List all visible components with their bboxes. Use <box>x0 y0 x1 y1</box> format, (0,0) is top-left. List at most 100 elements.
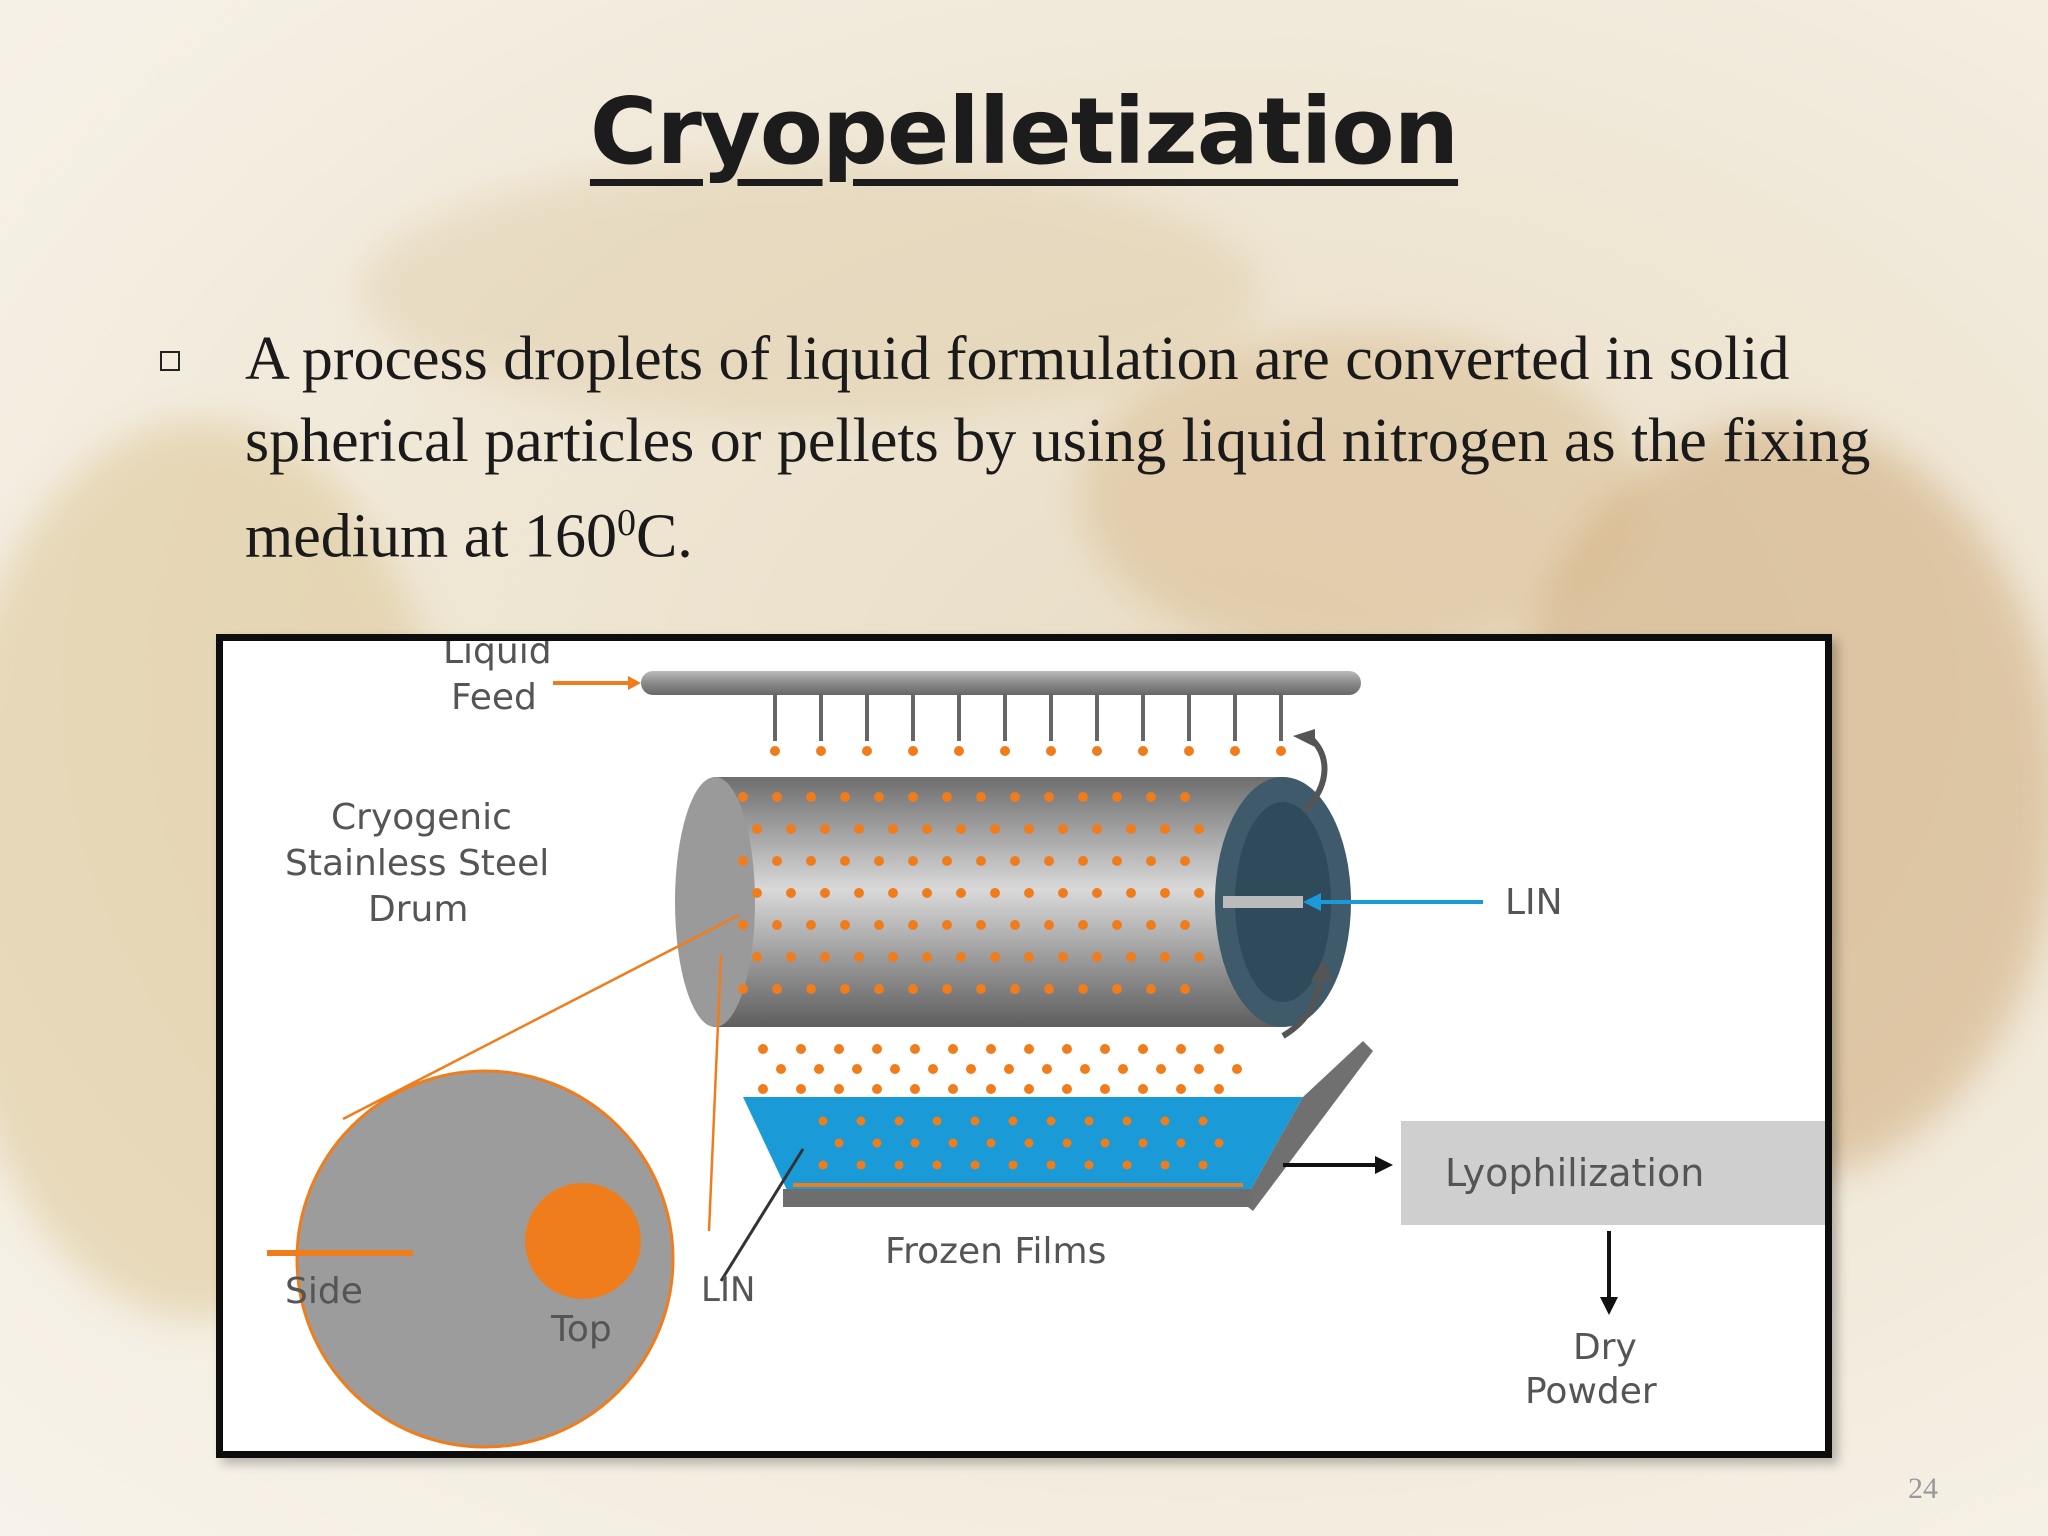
falling-pellet <box>1194 1064 1204 1074</box>
drum-pellet <box>1058 952 1068 962</box>
droplet <box>1092 746 1102 756</box>
tray-pellet <box>1008 1116 1018 1126</box>
tray-pellet <box>1046 1160 1056 1170</box>
tray-pellet <box>986 1138 996 1148</box>
tray-pellet <box>1008 1160 1018 1170</box>
dry-powder-label-2: Powder <box>1525 1371 1657 1412</box>
drum-pellet <box>772 856 782 866</box>
drum-pellet <box>990 824 1000 834</box>
drum-pellet <box>1180 920 1190 930</box>
drum-pellet <box>1044 920 1054 930</box>
drum-pellet <box>888 824 898 834</box>
drum-pellet <box>772 792 782 802</box>
falling-pellet <box>1214 1044 1224 1054</box>
lin-tray <box>743 1097 1303 1203</box>
tray-pellet <box>818 1116 828 1126</box>
drum-pellet <box>942 856 952 866</box>
drum-pellet <box>1010 792 1020 802</box>
drum-pellet <box>1112 856 1122 866</box>
drum-pellet <box>1010 856 1020 866</box>
drum-pellet <box>1058 888 1068 898</box>
drum-pellet <box>752 888 762 898</box>
falling-pellet <box>872 1044 882 1054</box>
drum-pellet <box>1160 824 1170 834</box>
falling-pellet <box>796 1084 806 1094</box>
tray-pellet <box>1122 1116 1132 1126</box>
rotation-arrowhead-top-icon <box>1293 729 1315 747</box>
tray-pellet <box>1122 1160 1132 1170</box>
drum-pellet <box>840 856 850 866</box>
drum-pellet <box>976 792 986 802</box>
droplet <box>1138 746 1148 756</box>
falling-pellet <box>910 1044 920 1054</box>
drum-pellet <box>1194 888 1204 898</box>
drum-pellet <box>1112 984 1122 994</box>
drum-pellet <box>738 792 748 802</box>
drum-pellet <box>1044 984 1054 994</box>
droplet <box>908 746 918 756</box>
drum-pellet <box>908 920 918 930</box>
drum-pellet <box>874 792 884 802</box>
drum-pellet <box>1024 824 1034 834</box>
lin-right-label: LIN <box>1505 882 1563 923</box>
drum-pellet <box>840 920 850 930</box>
drum-pellet <box>1146 856 1156 866</box>
falling-pellet <box>872 1084 882 1094</box>
falling-pellet <box>1062 1084 1072 1094</box>
drum-pellet <box>922 952 932 962</box>
drum-pellet <box>976 856 986 866</box>
drum-pellet <box>1092 952 1102 962</box>
falling-pellet <box>948 1044 958 1054</box>
drum-pellet <box>908 792 918 802</box>
drum-pellet <box>888 888 898 898</box>
tray-bottom <box>783 1189 1253 1207</box>
drum-pellet <box>840 984 850 994</box>
falling-pellet <box>1138 1084 1148 1094</box>
tray-pellet <box>910 1138 920 1148</box>
drum-pellet <box>738 856 748 866</box>
drum-pellet <box>942 792 952 802</box>
drum-pellet <box>1160 888 1170 898</box>
drum-label-1: Cryogenic <box>331 797 512 838</box>
drum-pellet <box>1044 856 1054 866</box>
falling-pellet <box>928 1064 938 1074</box>
lin-bottom-label: LIN <box>701 1270 755 1310</box>
drum-label-3: Drum <box>368 889 468 930</box>
drum-pellet <box>854 888 864 898</box>
tray-pellet <box>1160 1116 1170 1126</box>
drum-pellet <box>976 920 986 930</box>
drum-pellet <box>874 920 884 930</box>
tray-pellet <box>1160 1160 1170 1170</box>
falling-pellet <box>966 1064 976 1074</box>
tray-pellet <box>894 1116 904 1126</box>
falling-pellet <box>1232 1064 1242 1074</box>
tray-pellet <box>1084 1116 1094 1126</box>
drum-pellet <box>854 824 864 834</box>
tray-pellet <box>894 1160 904 1170</box>
drum-pellet <box>1092 824 1102 834</box>
liquid-feed-arrowhead <box>628 676 641 690</box>
tray-pellet <box>970 1116 980 1126</box>
tray-pellet <box>1214 1138 1224 1148</box>
liquid-feed-label-2: Feed <box>451 677 537 718</box>
drum-pellet <box>888 952 898 962</box>
falling-pellet <box>852 1064 862 1074</box>
drum-pellet <box>772 984 782 994</box>
bullet-text: A process droplets of liquid formulation… <box>245 325 1871 571</box>
drum-label-2: Stainless Steel <box>285 843 549 884</box>
bullet-checkbox-icon <box>160 351 180 371</box>
drum-pellet <box>956 952 966 962</box>
lin-inlet-arrowhead <box>1303 893 1321 911</box>
droplet <box>862 746 872 756</box>
falling-pellet <box>948 1084 958 1094</box>
tray-pellet <box>856 1160 866 1170</box>
tray-pellet <box>1138 1138 1148 1148</box>
falling-pellet <box>1042 1064 1052 1074</box>
falling-pellet <box>796 1044 806 1054</box>
drum-pellet <box>1194 952 1204 962</box>
falling-pellet <box>1080 1064 1090 1074</box>
cryopelletization-diagram: Liquid Feed LIN Cryogenic Stainless Stee… <box>216 634 1832 1458</box>
lyophilization-label: Lyophilization <box>1445 1151 1704 1195</box>
drum-pellet <box>1010 984 1020 994</box>
tray-pellet <box>872 1138 882 1148</box>
